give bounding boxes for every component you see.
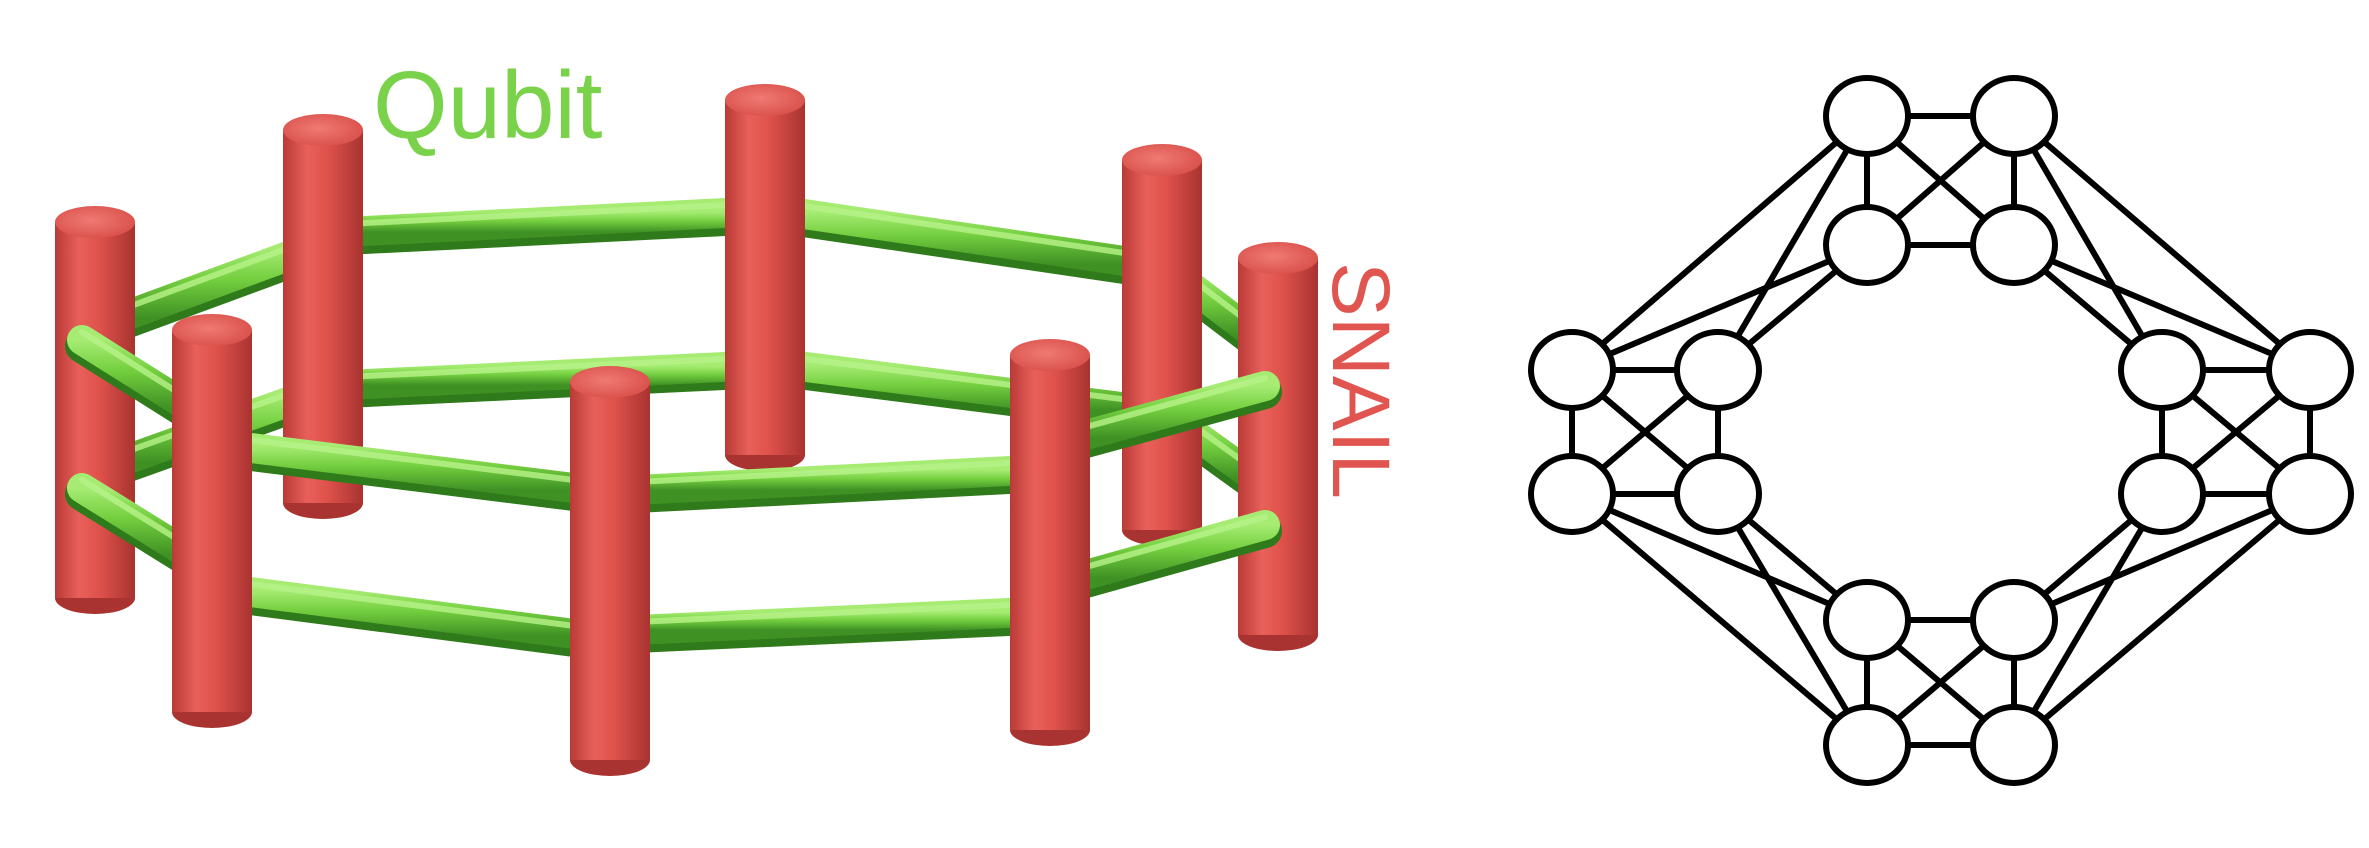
snail-post-cap <box>1238 242 1318 274</box>
snail-post <box>570 366 650 776</box>
graph-node <box>2266 329 2354 411</box>
qubit-rail-front <box>220 575 605 651</box>
snail-post <box>1238 242 1318 651</box>
graph-edge <box>1570 242 1869 373</box>
graph-node <box>1528 329 1616 411</box>
graph-edge <box>1715 492 1870 747</box>
qubit-rail-back <box>775 197 1160 279</box>
qubit-rail-back-highlight <box>117 237 313 313</box>
graph-edge <box>2011 114 2165 372</box>
graph-edge <box>2012 113 2312 373</box>
qubit-rail-front-highlight <box>632 459 1033 485</box>
snail-post-body <box>55 222 135 598</box>
snail-post-cap <box>1122 144 1202 176</box>
snail-post <box>725 84 805 471</box>
snail-post-lower <box>55 578 135 598</box>
graph-node <box>1823 204 1911 286</box>
graph-edge <box>1715 114 1870 372</box>
snail-post-cap <box>1010 339 1090 371</box>
graph-edge <box>1570 113 1869 373</box>
qubit-rail-front <box>220 431 605 505</box>
snail-post-lower <box>172 692 252 712</box>
qubit-label: Qubit <box>373 52 602 159</box>
graph-node <box>1970 704 2058 786</box>
coupling-graph <box>1528 75 2354 786</box>
graph-edge <box>2012 242 2312 373</box>
snail-post-body <box>1010 355 1090 730</box>
qubit-rail-front-highlight <box>232 435 593 485</box>
graph-node <box>1823 704 1911 786</box>
snail-post-body <box>172 330 252 712</box>
snail-post-lower <box>725 435 805 455</box>
graph-node <box>2266 453 2354 535</box>
qubit-snail-ring-illustration <box>55 84 1318 776</box>
snail-post <box>283 114 363 519</box>
snail-post-lower <box>283 483 363 503</box>
qubit-rail-back <box>105 233 325 333</box>
graph-edge <box>2012 491 2312 623</box>
qubit-rail-front <box>1060 371 1280 453</box>
qubit-rail-front <box>620 597 1045 645</box>
snail-post-cap <box>172 314 252 346</box>
snail-post <box>1122 144 1202 546</box>
qubit-rail-front-highlight <box>1072 375 1268 433</box>
graph-node <box>1970 75 2058 157</box>
qubit-rail-front <box>620 455 1045 505</box>
snail-post-body <box>725 100 805 455</box>
qubit-rail-back-highlight <box>342 355 748 380</box>
snail-post-body <box>1238 258 1318 635</box>
graph-node <box>1823 75 1911 157</box>
qubit-rail-back <box>330 197 760 247</box>
qubit-rail-front-highlight <box>1072 514 1268 573</box>
qubit-rail-back-highlight <box>787 201 1148 259</box>
snail-post <box>172 314 252 728</box>
snail-post-body <box>570 382 650 760</box>
graph-node <box>1674 453 1762 535</box>
snail-post-cap <box>570 366 650 398</box>
graph-edge <box>1570 491 1869 748</box>
graph-node <box>2118 329 2206 411</box>
qubit-rail-front-highlight <box>632 601 1033 625</box>
graph-node <box>1970 579 2058 661</box>
qubit-rail-back <box>330 351 760 400</box>
qubit-rail-back-highlight <box>342 201 748 227</box>
graph-edge <box>1570 491 1869 623</box>
snail-label: SNAIL <box>1315 262 1406 499</box>
graph-node <box>1528 453 1616 535</box>
snail-post <box>55 206 135 614</box>
qubit-rail-front-highlight <box>232 579 593 631</box>
qubit-rail-front <box>1060 510 1280 593</box>
snail-post-lower <box>570 740 650 760</box>
graph-node <box>2118 453 2206 535</box>
snail-post-cap <box>283 114 363 146</box>
snail-post-body <box>1122 160 1202 530</box>
snail-post-lower <box>1122 510 1202 530</box>
graph-node <box>1674 329 1762 411</box>
snail-post-cap <box>55 206 135 238</box>
graph-edge <box>2011 492 2165 747</box>
snail-post-lower <box>1238 615 1318 635</box>
graph-node <box>1823 579 1911 661</box>
graph-edge <box>2012 491 2312 748</box>
snail-post-lower <box>1010 710 1090 730</box>
graph-node <box>1970 204 2058 286</box>
snail-post-cap <box>725 84 805 116</box>
snail-post <box>1010 339 1090 746</box>
